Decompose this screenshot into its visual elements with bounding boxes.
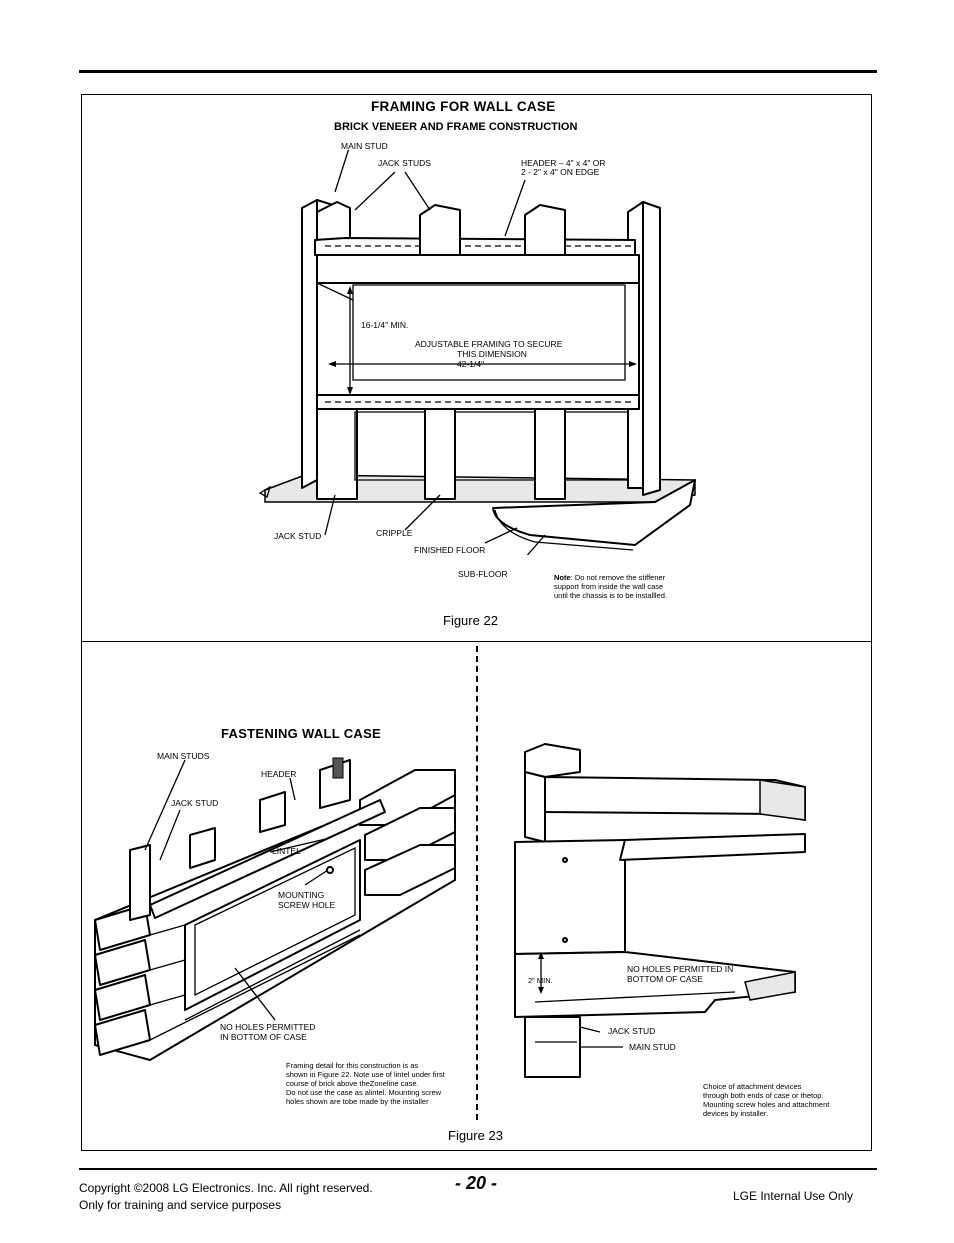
label-sub-floor: SUB-FLOOR [458, 569, 508, 579]
label-mounting-1: MOUNTING [278, 890, 325, 900]
bottom-rule [79, 1168, 877, 1170]
label-main-stud-right: MAIN STUD [629, 1042, 676, 1052]
label-main-stud: MAIN STUD [341, 141, 388, 151]
fig23-caption: Figure 23 [448, 1128, 503, 1143]
figure-divider [81, 641, 872, 642]
fastening-diagram [94, 757, 456, 1061]
fig22-title: FRAMING FOR WALL CASE [371, 99, 556, 114]
label-header-2: 2 - 2" x 4" ON EDGE [521, 167, 600, 177]
training-text: Only for training and service purposes [79, 1198, 282, 1212]
label-jack-stud-left: JACK STUD [171, 798, 219, 808]
label-min-height: 16-1/4" MIN. [361, 320, 409, 330]
footer-left: Copyright ©2008 LG Electronics. Inc. All… [79, 1180, 373, 1214]
fig23-note-right: Choice of attachment devices through bot… [703, 1082, 830, 1118]
fig23-note-left: Framing detail for this construction is … [286, 1061, 445, 1106]
page-number: - 20 - [455, 1173, 498, 1193]
label-no-holes-left-1: NO HOLES PERMITTED [220, 1022, 316, 1032]
label-cripple: CRIPPLE [376, 528, 413, 538]
label-no-holes-left-2: IN BOTTOM OF CASE [220, 1032, 307, 1042]
label-jack-studs: JACK STUDS [378, 158, 431, 168]
internal-use-text: LGE Internal Use Only [733, 1189, 854, 1203]
framing-diagram [258, 150, 696, 555]
label-adjustable-1: ADJUSTABLE FRAMING TO SECURE [415, 339, 563, 349]
fig22-caption: Figure 22 [443, 613, 498, 628]
label-mounting-2: SCREW HOLE [278, 900, 336, 910]
label-no-holes-right-1: NO HOLES PERMITTED IN [627, 964, 734, 974]
label-no-holes-right-2: BOTTOM OF CASE [627, 974, 703, 984]
label-finished-floor: FINISHED FLOOR [414, 545, 486, 555]
figure23-divider [476, 646, 478, 1120]
label-lintel: LINTEL [272, 846, 301, 856]
label-jack-stud-right: JACK STUD [608, 1026, 656, 1036]
label-jack-stud: JACK STUD [274, 531, 322, 541]
label-width: 42-1/4" [457, 359, 485, 369]
label-adjustable-2: THIS DIMENSION [457, 349, 527, 359]
fig22-subtitle: BRICK VENEER AND FRAME CONSTRUCTION [334, 121, 578, 133]
copyright-text: Copyright ©2008 LG Electronics. Inc. All… [79, 1181, 373, 1195]
label-main-studs: MAIN STUDS [157, 751, 210, 761]
fig23-title: FASTENING WALL CASE [221, 726, 382, 741]
case-section-diagram [514, 743, 806, 1078]
top-rule [79, 70, 877, 73]
label-two-min: 2" MIN. [528, 976, 553, 985]
label-header: HEADER [261, 769, 297, 779]
fig22-note: Note: Do not remove the stiffener suppor… [554, 573, 667, 600]
label-header-1: HEADER – 4" x 4" OR [521, 158, 606, 168]
figure-frame [81, 94, 872, 1151]
